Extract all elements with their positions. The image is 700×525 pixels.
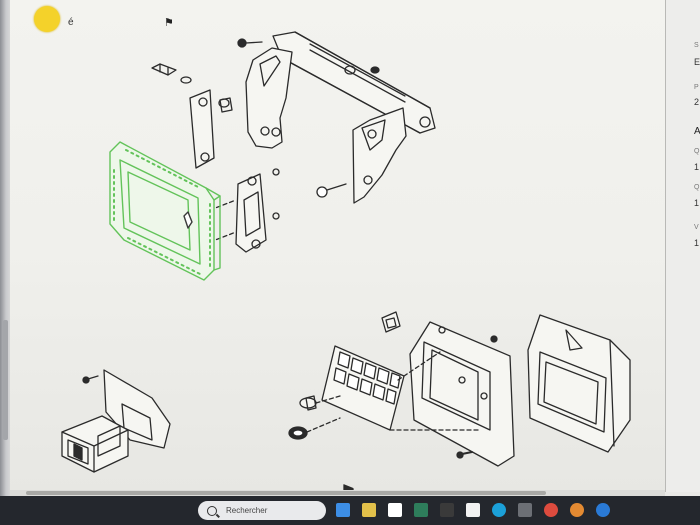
photos-app-icon[interactable]: [516, 501, 534, 519]
connector-box[interactable]: [61, 415, 129, 473]
panel-value: 2: [694, 97, 700, 107]
properties-panel: S E P 2 A Q 1 Q 1 V 1: [665, 0, 700, 492]
mounting-rail-bracket[interactable]: [272, 31, 436, 204]
panel-label: S: [694, 42, 699, 49]
calendar-app-icon[interactable]: [386, 501, 404, 519]
file-explorer-icon[interactable]: [360, 501, 378, 519]
windows-start-icon[interactable]: [334, 501, 352, 519]
panel-section-heading: A: [694, 126, 700, 137]
scrollbar-thumb[interactable]: [26, 491, 546, 495]
panel-label: Q: [694, 148, 700, 155]
panel-value: E: [694, 57, 700, 67]
bezel-frame[interactable]: [409, 321, 515, 467]
fastener-set-top[interactable]: [151, 38, 380, 198]
panel-value: 1: [694, 238, 700, 248]
chrome-alt-icon[interactable]: [594, 501, 612, 519]
knob-parts[interactable]: [288, 335, 498, 459]
panel-label: V: [694, 224, 699, 231]
edge-browser-icon[interactable]: [490, 501, 508, 519]
search-placeholder: Rechercher: [226, 506, 268, 515]
ms-store-icon[interactable]: [438, 501, 456, 519]
flag-icon[interactable]: ⚑: [164, 17, 174, 29]
panel-label: Q: [694, 184, 700, 191]
cad-viewport[interactable]: é ⚑: [10, 0, 665, 492]
paint-app-icon[interactable]: [464, 501, 482, 519]
taskbar-search-box[interactable]: Rechercher: [198, 501, 326, 520]
toolbar-label: é: [68, 17, 74, 28]
terminal-app-icon[interactable]: [412, 501, 430, 519]
vertical-l-bracket[interactable]: [245, 47, 293, 149]
chrome-browser-icon[interactable]: [542, 501, 560, 519]
cursor-highlight: [34, 6, 60, 32]
display-unit-selected[interactable]: [109, 141, 221, 281]
windows-taskbar: Rechercher: [0, 496, 700, 525]
search-icon: [207, 505, 217, 516]
horizontal-scrollbar[interactable]: [10, 490, 665, 496]
enclosure-housing[interactable]: [527, 314, 631, 453]
panel-value: 1: [694, 162, 700, 172]
panel-label: P: [694, 84, 699, 91]
support-strap[interactable]: [189, 89, 215, 169]
chrome-profile-icon[interactable]: [568, 501, 586, 519]
rear-clamp-bracket[interactable]: [209, 168, 280, 253]
vertical-scrollbar[interactable]: [3, 320, 8, 440]
exploded-assembly-drawing: [61, 31, 631, 492]
connector-clip[interactable]: [381, 311, 401, 333]
switch-panel[interactable]: [321, 345, 481, 492]
panel-value: 1: [694, 198, 700, 208]
